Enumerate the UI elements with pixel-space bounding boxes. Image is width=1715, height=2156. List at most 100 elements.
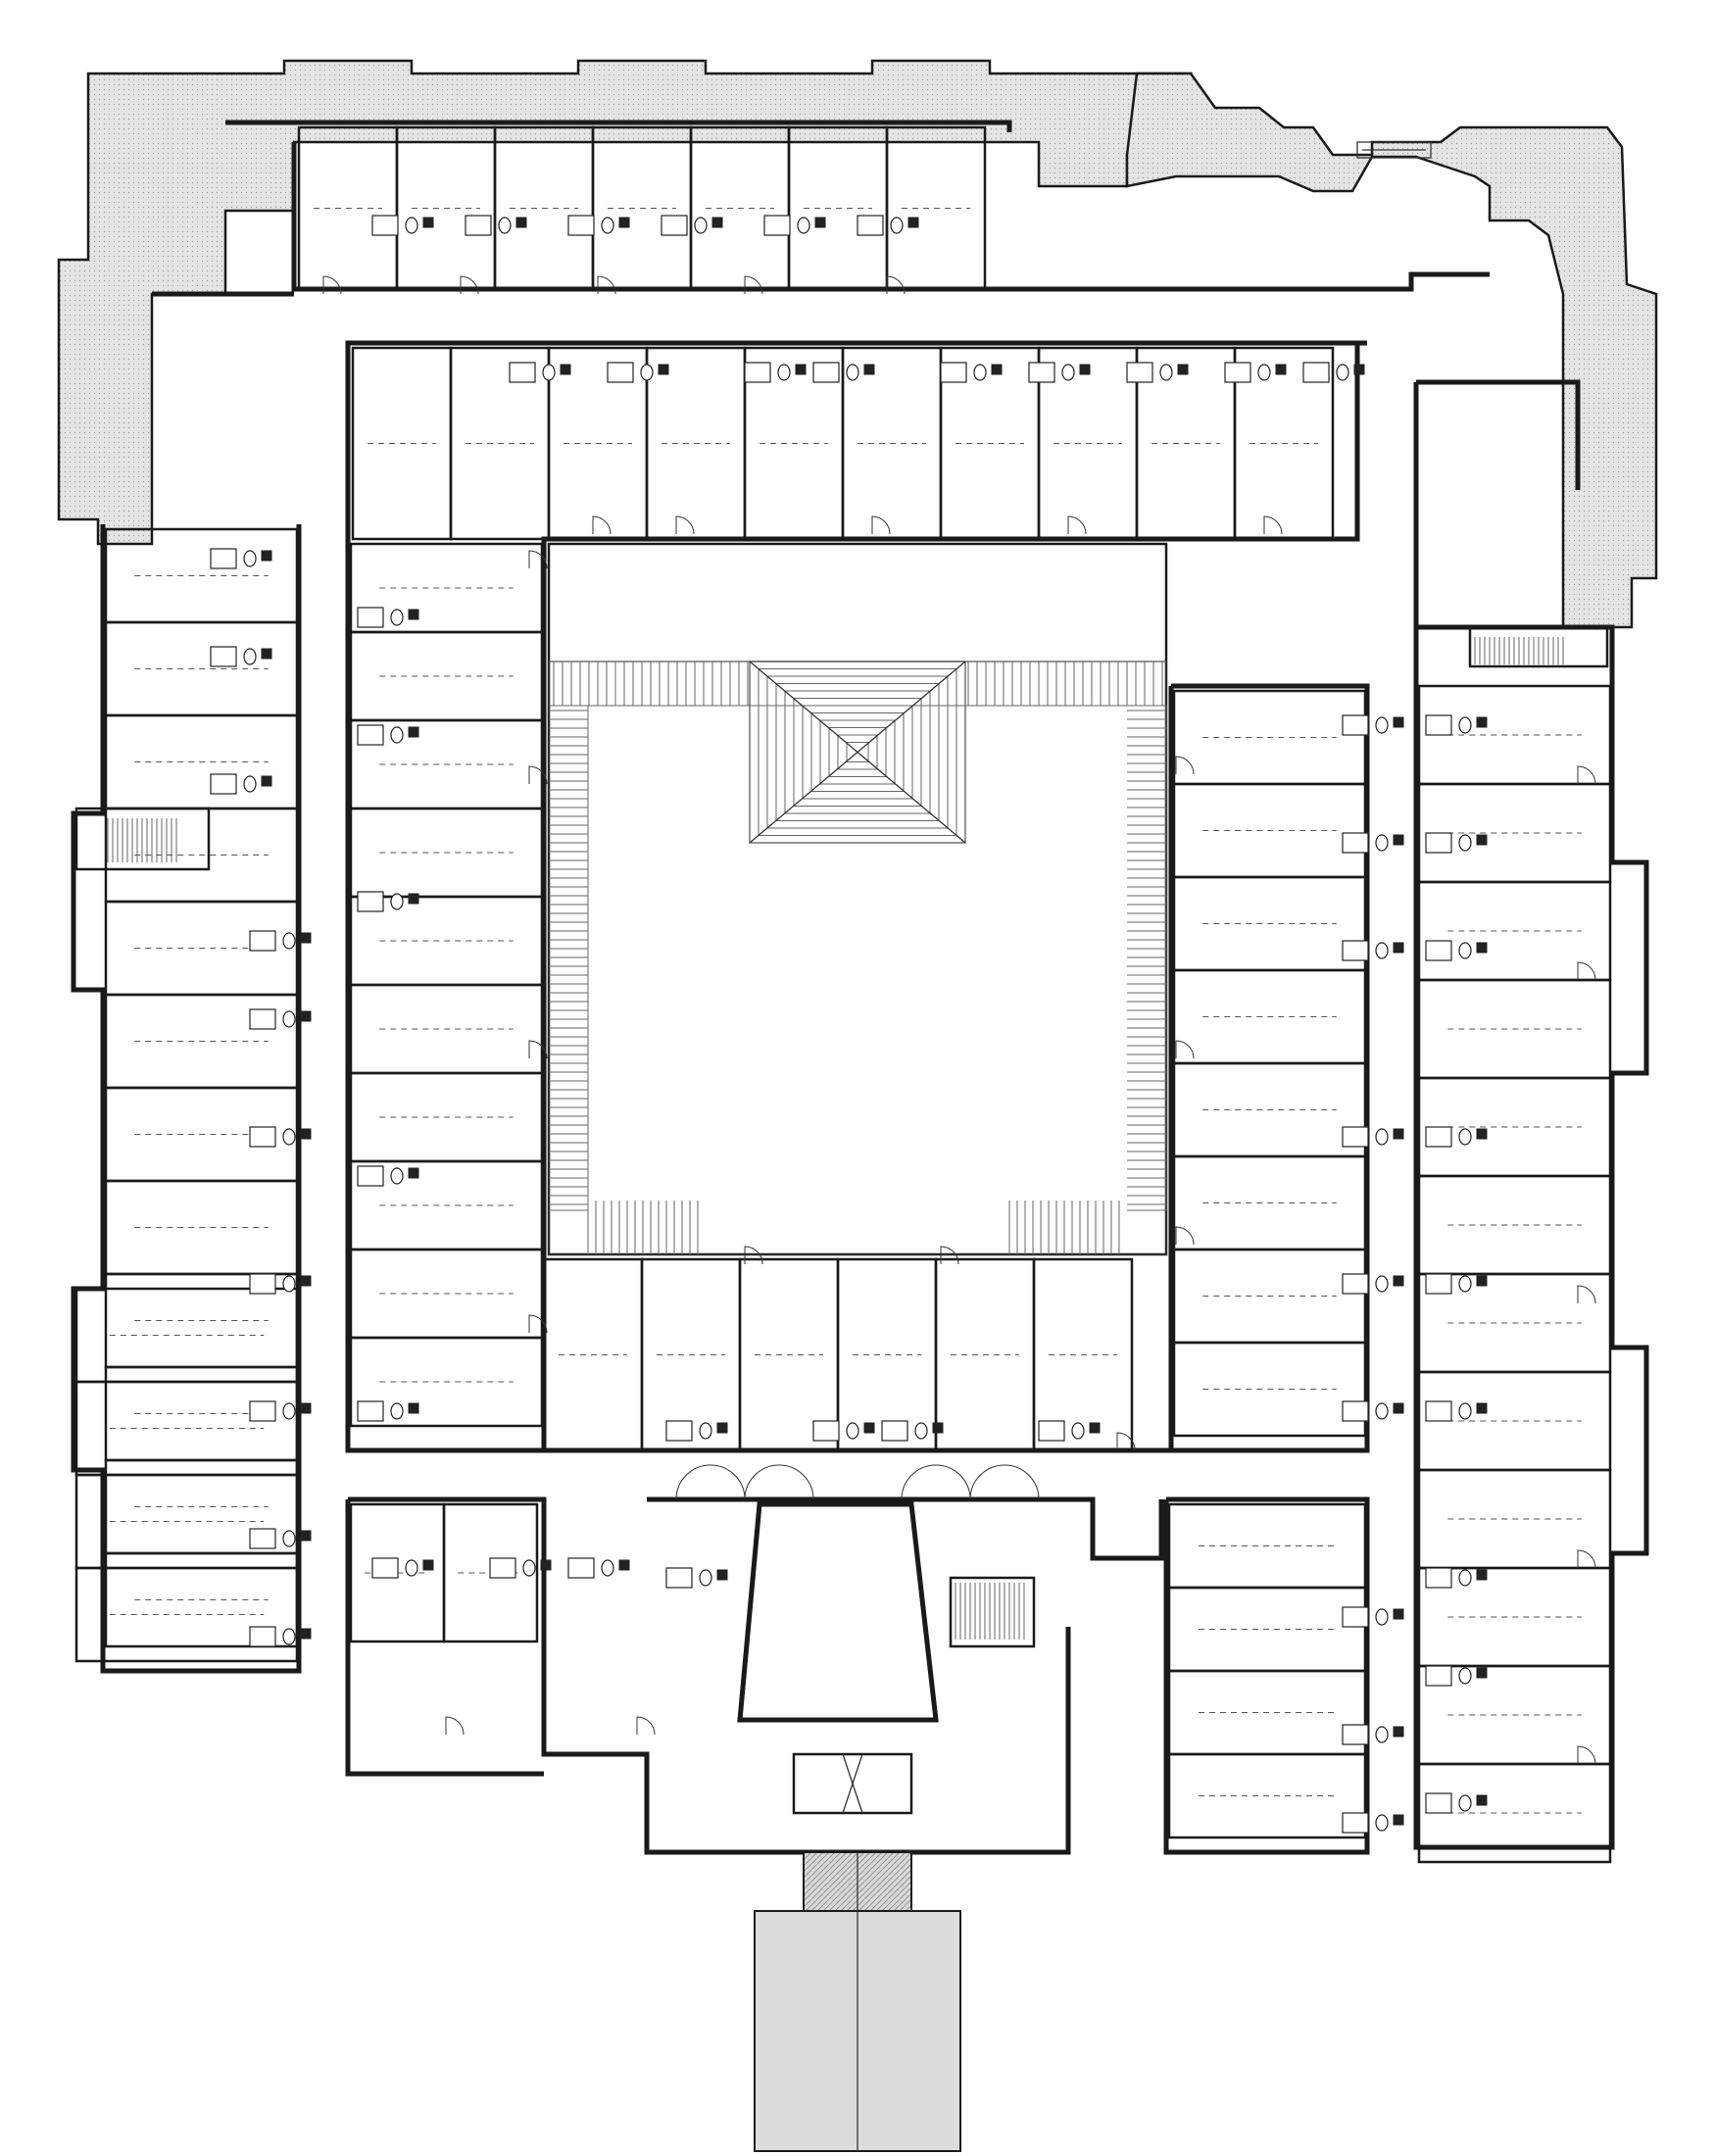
skylight-ring xyxy=(766,675,949,829)
guest-room xyxy=(442,1502,539,1643)
sink xyxy=(863,1422,875,1434)
skylight-ring xyxy=(749,661,966,844)
bathtub xyxy=(607,362,634,383)
toilet xyxy=(282,1010,296,1028)
door-swing xyxy=(871,515,891,535)
guest-room xyxy=(885,125,987,291)
toilet xyxy=(390,726,404,744)
toilet xyxy=(405,1559,418,1577)
toilet xyxy=(846,364,859,381)
bathtub xyxy=(665,1567,693,1589)
bathtub xyxy=(1342,1812,1369,1834)
sink xyxy=(1393,834,1404,846)
sink xyxy=(1476,1128,1488,1140)
bathtub xyxy=(357,1165,384,1187)
skylight-ring xyxy=(828,727,887,777)
sink xyxy=(408,609,419,620)
toilet xyxy=(390,609,404,626)
toilet xyxy=(640,364,654,381)
entry-lobby xyxy=(737,1501,939,1815)
door-swing xyxy=(1577,765,1596,785)
sink xyxy=(300,1010,312,1022)
entry-canopy xyxy=(754,1851,961,2152)
sink xyxy=(1079,364,1091,375)
bathtub xyxy=(357,607,384,628)
sink xyxy=(408,1402,419,1414)
guest-room xyxy=(1417,1762,1612,1864)
bathtub xyxy=(249,1273,276,1295)
toilet xyxy=(498,217,512,234)
door-swing xyxy=(1577,961,1596,981)
bathtub xyxy=(357,1400,384,1422)
sink xyxy=(560,364,571,375)
toilet xyxy=(1458,1667,1472,1685)
bathtub xyxy=(881,1420,908,1442)
sink xyxy=(907,217,919,228)
door-swing xyxy=(528,1040,548,1059)
toilet xyxy=(282,1128,296,1146)
sink xyxy=(1393,1128,1404,1140)
toilet xyxy=(1336,364,1349,381)
bathtub xyxy=(357,724,384,746)
sink xyxy=(716,1422,728,1434)
pyramid-skylight xyxy=(749,661,966,844)
courtyard-deck-north xyxy=(549,661,1167,1211)
guest-room xyxy=(349,1336,544,1428)
toilet xyxy=(973,364,987,381)
skylight-ring xyxy=(758,668,957,836)
door-swing xyxy=(592,515,612,535)
door-swing xyxy=(1263,515,1283,535)
toilet xyxy=(282,1530,296,1547)
north-roof-glazing xyxy=(1356,141,1432,159)
guest-room xyxy=(1172,1341,1367,1438)
bathtub xyxy=(1425,1273,1452,1295)
toilet xyxy=(601,217,614,234)
toilet xyxy=(1061,364,1075,381)
skylight-ring xyxy=(810,712,905,792)
bathtub xyxy=(1342,1400,1369,1422)
bathtub xyxy=(1425,1665,1452,1687)
bathtub xyxy=(465,215,492,236)
bathtub xyxy=(249,1126,276,1148)
sink xyxy=(711,217,723,228)
toilet xyxy=(405,217,418,234)
sink xyxy=(991,364,1003,375)
toilet xyxy=(1458,716,1472,734)
bathtub xyxy=(1425,1126,1452,1148)
sink xyxy=(300,1530,312,1542)
outer-walls xyxy=(71,120,1649,1855)
toilet xyxy=(601,1559,614,1577)
door-swing xyxy=(460,275,479,295)
toilet xyxy=(699,1422,712,1440)
sink xyxy=(1476,1569,1488,1581)
bathtub xyxy=(1425,714,1452,736)
sink xyxy=(716,1569,728,1581)
guest-rooms xyxy=(74,125,1612,1864)
toilet xyxy=(914,1422,928,1440)
sink xyxy=(658,364,669,375)
bathtub xyxy=(1126,362,1153,383)
sink xyxy=(422,217,434,228)
sink xyxy=(408,726,419,738)
toilet xyxy=(1458,942,1472,959)
bathtub xyxy=(489,1557,516,1579)
bathtub xyxy=(665,1420,693,1442)
bathtub xyxy=(1425,940,1452,961)
toilet xyxy=(846,1422,859,1440)
sink xyxy=(1393,942,1404,954)
door-swing xyxy=(528,765,548,785)
toilet xyxy=(282,932,296,950)
bathtub xyxy=(744,362,771,383)
skylight-ring xyxy=(846,742,869,762)
guest-room xyxy=(1233,346,1335,541)
toilet xyxy=(1375,1608,1389,1626)
sink xyxy=(1089,1422,1101,1434)
skylight-ring xyxy=(793,698,922,807)
door-swing xyxy=(445,1716,465,1736)
sink xyxy=(1476,942,1488,954)
sink xyxy=(261,550,272,562)
toilet xyxy=(1375,1128,1389,1146)
toilet xyxy=(1375,834,1389,852)
sink xyxy=(261,648,272,660)
skylight-ring xyxy=(819,719,896,785)
